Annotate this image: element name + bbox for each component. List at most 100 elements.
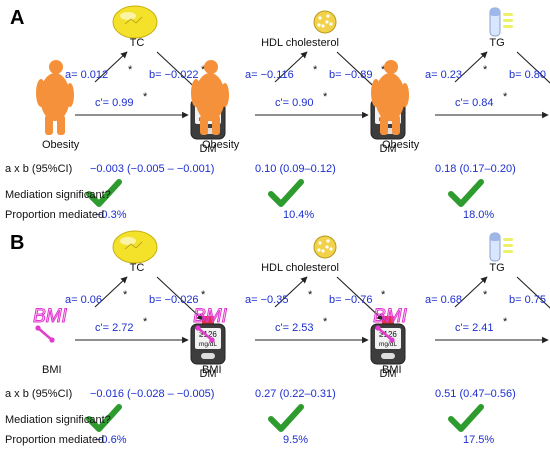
mediator-name: TG: [489, 37, 504, 49]
proportion-mediated-value: −0.3%: [95, 209, 127, 221]
meter-button: [201, 353, 215, 359]
row-label-significant: Mediation significant?: [5, 414, 111, 426]
panel-label: A: [10, 7, 24, 29]
path-c-coefficient: c'= 2.53: [275, 322, 314, 334]
significance-star: *: [201, 289, 206, 301]
row-label-proportion: Proportion mediated: [5, 434, 104, 446]
indirect-effect-value: 0.18 (0.17–0.20): [435, 163, 516, 175]
leg-left: [200, 115, 208, 135]
path-a-arrow: [454, 276, 488, 308]
fat-stripe: [503, 19, 513, 22]
dumbbell-end: [389, 337, 395, 343]
path-c-coefficient: c'= 0.84: [455, 97, 494, 109]
significance-star: *: [143, 91, 148, 103]
path-b-arrow: [516, 276, 550, 309]
path-b-arrow: [156, 276, 204, 321]
arm-right: [401, 83, 409, 107]
outcome-label: DM: [199, 368, 216, 380]
bmi-logo-text: BMI: [193, 306, 228, 327]
exposure-label: BMI: [382, 364, 402, 376]
path-c-coefficient: c'= 0.90: [275, 97, 314, 109]
meter-reading-value: ≥126: [379, 330, 397, 339]
head: [204, 60, 218, 74]
fat-stripe: [503, 238, 513, 241]
path-b-coefficient: b= 0.80: [509, 69, 546, 81]
path-a-coefficient: a= 0.23: [425, 69, 462, 81]
meter-screen: [375, 328, 401, 349]
leg-left: [380, 115, 388, 135]
exposure-label: Obesity: [202, 139, 240, 151]
proportion-mediated-value: 9.5%: [283, 434, 308, 446]
meter-reading-value: ≥126: [199, 330, 217, 339]
significance-star: *: [143, 316, 148, 328]
significance-star: *: [503, 91, 508, 103]
particle-dot: [326, 14, 330, 18]
blob-squiggle: [124, 16, 143, 25]
path-a-coefficient: a= 0.012: [65, 69, 108, 81]
proportion-mediated-value: 17.5%: [463, 434, 494, 446]
path-a-coefficient: a= −0.35: [245, 294, 288, 306]
particle-dot: [321, 249, 325, 253]
green-check-icon: [448, 179, 484, 207]
tube-cap: [490, 8, 500, 16]
proportion-mediated-value: 18.0%: [463, 209, 494, 221]
indirect-effect-value: −0.016 (−0.028 – −0.005): [90, 388, 214, 400]
significance-star: *: [381, 64, 386, 76]
significance-star: *: [483, 64, 488, 76]
path-a-arrow: [274, 51, 308, 83]
particle: [313, 235, 337, 259]
torso: [375, 73, 405, 121]
particle-dot: [318, 241, 322, 245]
particle-dot: [321, 24, 325, 28]
exposure-label: BMI: [42, 364, 62, 376]
significance-star: *: [123, 289, 128, 301]
path-b-coefficient: b= −0.76: [329, 294, 372, 306]
green-check-icon: [86, 404, 122, 432]
significance-star: *: [483, 289, 488, 301]
particle-dot: [329, 22, 333, 26]
green-check-icon: [268, 179, 304, 207]
arm-left: [191, 79, 201, 107]
meter-screen: [195, 328, 221, 349]
path-a-arrow: [454, 51, 488, 83]
fat-stripe: [503, 25, 513, 28]
path-a-coefficient: a= −0.116: [245, 69, 294, 81]
exposure-label: Obesity: [382, 139, 420, 151]
green-check-icon: [268, 404, 304, 432]
bmi-logo-text: BMI: [373, 306, 408, 327]
path-b-coefficient: b= 0.75: [509, 294, 546, 306]
hdl-particle-icon: [313, 235, 337, 259]
particle-dot: [326, 239, 330, 243]
dumbbell-end: [35, 325, 41, 331]
bmi-logo-text: BMI: [33, 306, 68, 327]
blob-squiggle: [124, 241, 143, 250]
particle-dot: [317, 248, 321, 252]
leg-right: [212, 115, 220, 135]
blob-highlight: [120, 12, 136, 20]
significance-star: *: [503, 316, 508, 328]
significance-star: *: [323, 316, 328, 328]
arm-left: [371, 79, 381, 107]
meter-reading-unit: mg/dL: [379, 341, 397, 348]
panel-label: B: [10, 232, 24, 254]
mediator-name: HDL cholesterol: [261, 37, 339, 49]
path-a-arrow: [274, 276, 308, 308]
meter-button: [381, 353, 395, 359]
dumbbell-bar: [37, 327, 53, 341]
bmi-logo-icon: BMI: [193, 305, 228, 343]
tg-tube-icon: [489, 7, 513, 37]
significance-star: *: [201, 64, 206, 76]
obesity-silhouette-icon: [36, 60, 74, 135]
path-a-coefficient: a= 0.68: [425, 294, 462, 306]
hdl-particle-icon: [313, 10, 337, 34]
green-check-icon: [86, 179, 122, 207]
indirect-effect-value: −0.003 (−0.005 – −0.001): [90, 163, 214, 175]
path-a-arrow: [94, 51, 128, 83]
blob-highlight: [120, 237, 136, 245]
